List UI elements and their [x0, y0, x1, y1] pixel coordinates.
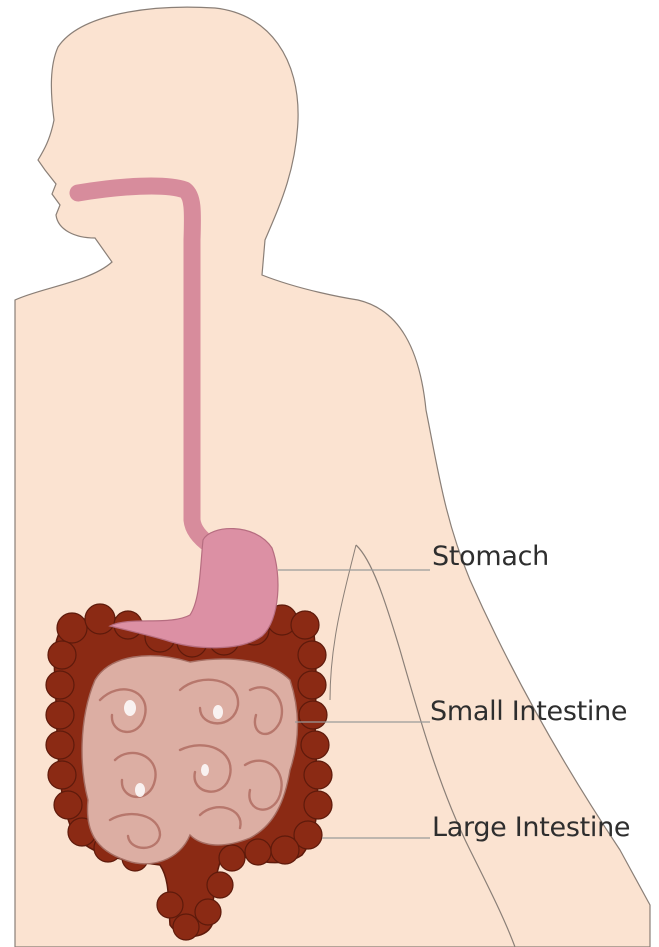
large-intestine-label: Large Intestine: [432, 812, 630, 843]
small-intestine-label: Small Intestine: [430, 696, 627, 727]
stomach-label: Stomach: [432, 541, 549, 572]
